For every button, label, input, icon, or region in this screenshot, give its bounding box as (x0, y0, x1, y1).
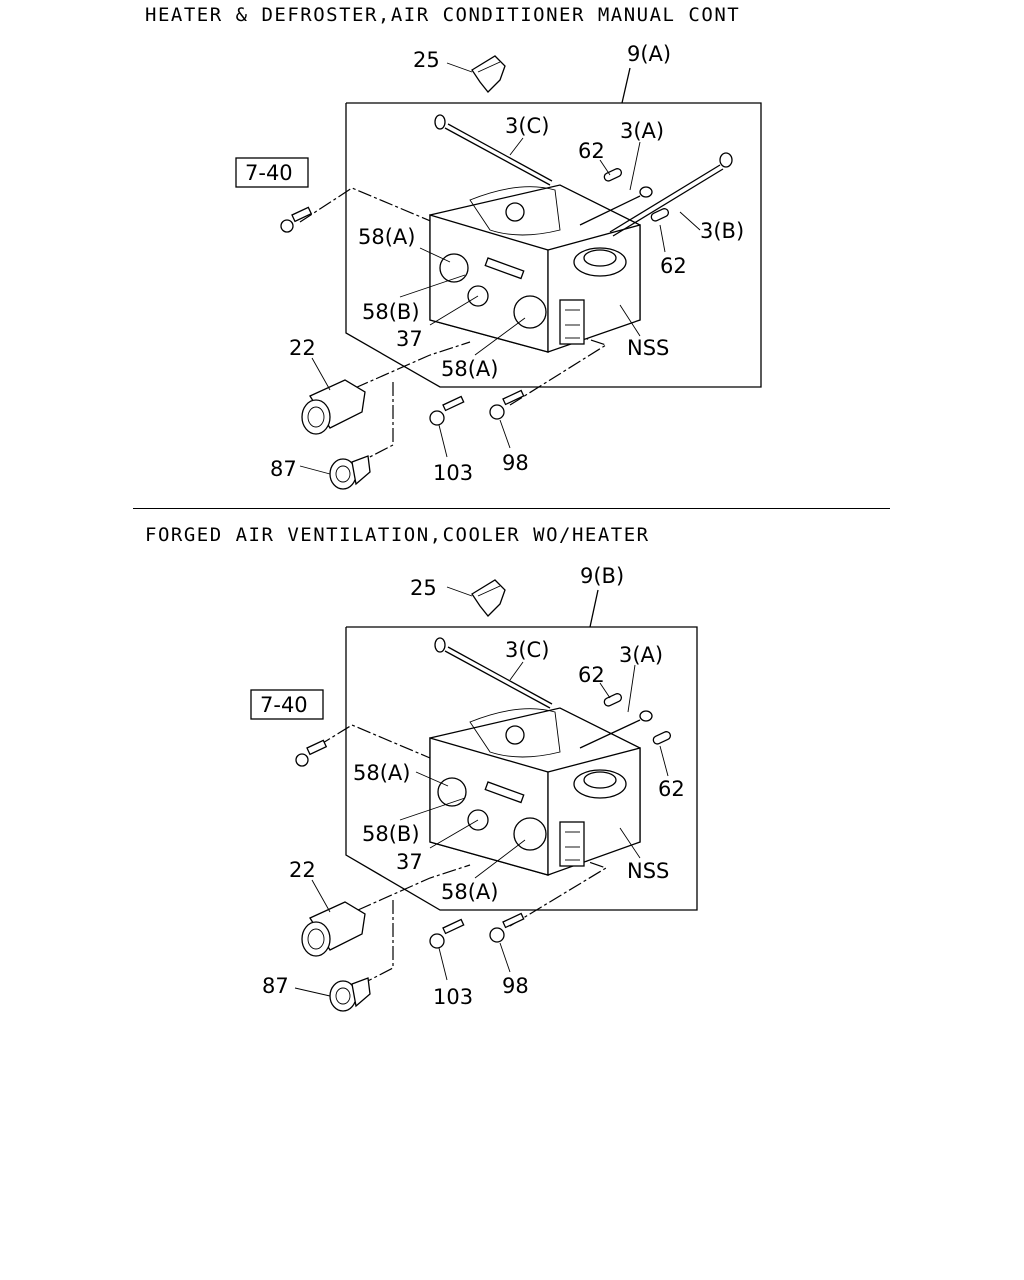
bulb-socket-87 (329, 977, 371, 1012)
label-58a-top: 58(A) (358, 225, 415, 249)
ref-box-7-40 (235, 157, 309, 188)
section-divider (133, 508, 890, 509)
label-58a-bottom: 58(A) (441, 357, 498, 381)
parts-diagram-9b: 7-40 9(B) 25 3(C) 3(A) 62 62 58(A) 58(B)… (250, 564, 698, 1012)
label-25: 25 (413, 48, 440, 72)
label-98: 98 (502, 974, 529, 998)
pin-62-right (652, 731, 672, 745)
screw-103 (429, 918, 465, 949)
screw-7-40 (295, 739, 328, 767)
label-98: 98 (502, 451, 529, 475)
section-title-forged-air: FORGED AIR VENTILATION,COOLER WO/HEATER (145, 524, 650, 546)
label-103: 103 (433, 461, 473, 485)
section-title-heater-defroster: HEATER & DEFROSTER,AIR CONDITIONER MANUA… (145, 4, 741, 26)
ref-box-7-40 (250, 689, 324, 720)
label-87: 87 (270, 457, 297, 481)
switch-22 (301, 379, 366, 435)
screw-98 (489, 912, 525, 943)
screw-98 (489, 389, 525, 420)
cable-3b (609, 152, 733, 237)
label-62-lower: 62 (660, 254, 687, 278)
label-25: 25 (410, 576, 437, 600)
label-58b: 58(B) (362, 300, 420, 324)
label-62-lower: 62 (658, 777, 685, 801)
label-62-upper: 62 (578, 663, 605, 687)
label-58a-top: 58(A) (353, 761, 410, 785)
bulb-socket-87 (329, 455, 371, 490)
label-58b: 58(B) (362, 822, 420, 846)
cable-3a (579, 186, 653, 226)
cable-3a (579, 710, 653, 749)
switch-22 (301, 901, 366, 957)
ref-box-label: 7-40 (245, 161, 293, 185)
parts-diagram-9a: 7-40 9(A) 25 3(C) 3(A) 62 3(B) 62 58(A) … (235, 42, 762, 490)
label-62-upper: 62 (578, 139, 605, 163)
clip-25 (471, 579, 506, 617)
ref-box-label: 7-40 (260, 693, 308, 717)
label-3c: 3(C) (505, 638, 549, 662)
clip-25 (471, 55, 506, 93)
screw-7-40 (280, 206, 313, 233)
screw-103 (429, 395, 465, 426)
label-3a: 3(A) (620, 119, 664, 143)
label-103: 103 (433, 985, 473, 1009)
label-37: 37 (396, 850, 423, 874)
label-37: 37 (396, 327, 423, 351)
label-assembly-9a: 9(A) (627, 42, 671, 66)
label-3a: 3(A) (619, 643, 663, 667)
label-3c: 3(C) (505, 114, 549, 138)
label-nss: NSS (627, 336, 669, 360)
label-58a-bottom: 58(A) (441, 880, 498, 904)
label-87: 87 (262, 974, 289, 998)
cable-3c (434, 114, 553, 186)
cable-3c (434, 637, 553, 709)
control-body-9a (429, 184, 641, 353)
label-22: 22 (289, 858, 316, 882)
label-nss: NSS (627, 859, 669, 883)
pin-62-right (650, 208, 670, 222)
label-22: 22 (289, 336, 316, 360)
label-assembly-9b: 9(B) (580, 564, 624, 588)
control-body-9b (429, 707, 641, 876)
label-3b: 3(B) (700, 219, 744, 243)
pin-62-left (603, 693, 623, 707)
pin-62-left (603, 168, 623, 182)
